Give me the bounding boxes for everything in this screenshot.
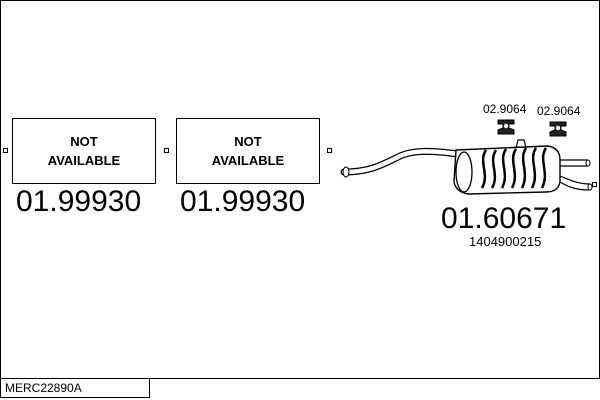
part-2-number[interactable]: 01.99930	[180, 185, 306, 218]
part-1-number[interactable]: 01.99930	[16, 185, 142, 218]
part-1-left-connector	[3, 148, 8, 153]
part-1-not-available-box[interactable]: NOT AVAILABLE	[12, 118, 156, 184]
reference-code: MERC22890A	[5, 381, 82, 395]
part-2-status-line2: AVAILABLE	[211, 153, 285, 168]
clamp-1-number[interactable]: 02.9064	[483, 102, 527, 116]
reference-code-box: MERC22890A	[0, 378, 150, 398]
part-1-right-connector	[164, 148, 169, 153]
part-2-status-line1: NOT	[234, 134, 262, 149]
clamp-icon[interactable]	[496, 118, 516, 136]
part-2-right-connector	[327, 148, 332, 153]
silencer-right-connector	[592, 182, 597, 187]
clamp-icon[interactable]	[548, 120, 568, 138]
clamp-2-number[interactable]: 02.9064	[537, 104, 581, 118]
part-1-status-line1: NOT	[70, 134, 98, 149]
rear-silencer-number[interactable]: 01.60671	[441, 202, 567, 235]
part-1-status-line2: AVAILABLE	[47, 153, 121, 168]
rear-silencer-illustration[interactable]	[338, 138, 598, 198]
rear-silencer-oem-number: 1404900215	[469, 234, 542, 249]
part-2-not-available-box[interactable]: NOT AVAILABLE	[176, 118, 320, 184]
